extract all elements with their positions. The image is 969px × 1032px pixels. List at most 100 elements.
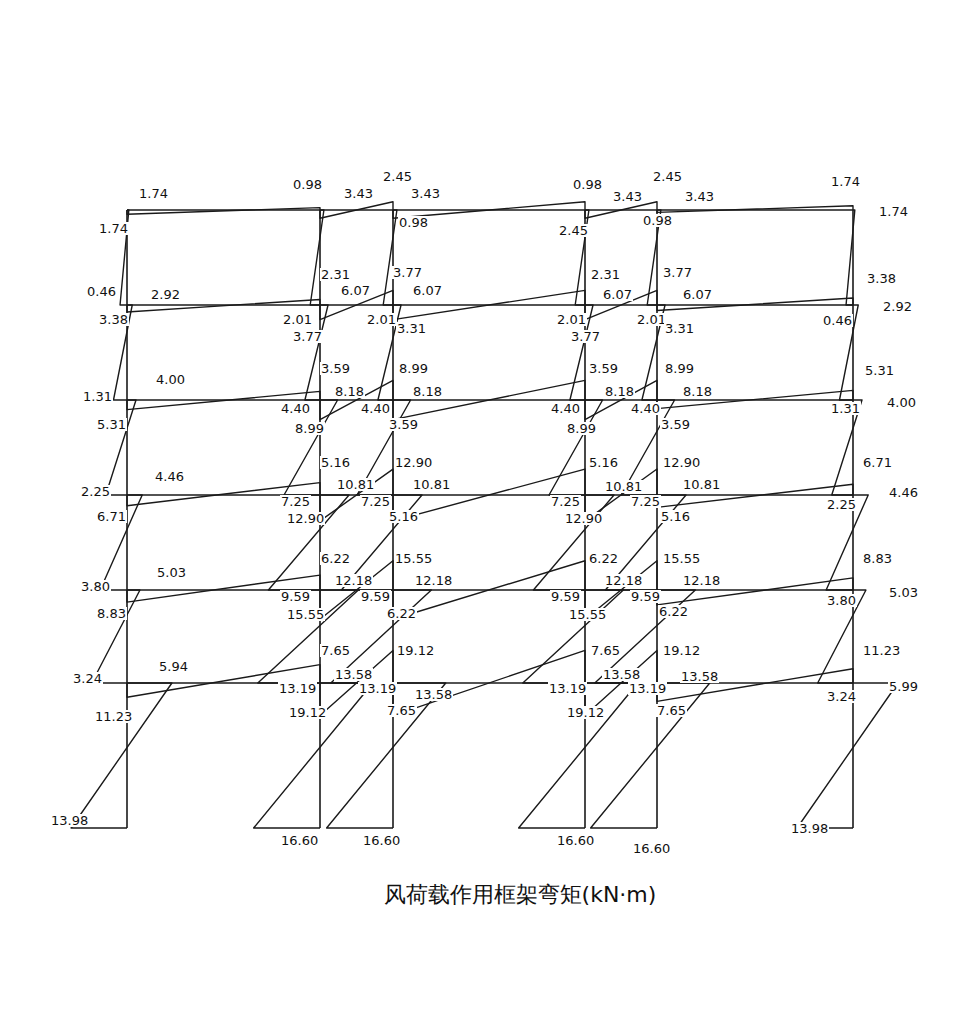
moment-value: 3.59 [588,362,619,375]
moment-value: 7.65 [590,644,621,657]
moment-value: 0.98 [572,178,603,191]
moment-value: 5.03 [888,586,919,599]
moment-value: 2.01 [366,313,397,326]
moment-value: 3.59 [320,362,351,375]
moment-value: 2.31 [590,268,621,281]
moment-value: 6.71 [862,456,893,469]
frame-line [92,590,140,683]
moment-value: 13.19 [628,682,667,695]
moment-value: 8.83 [862,552,893,565]
moment-value: 5.16 [660,510,691,523]
frame-line [320,561,393,619]
moment-value: 3.43 [684,190,715,203]
frame-line [383,210,397,305]
moment-value: 6.07 [682,288,713,301]
caption: 风荷载作用框架弯矩(kN·m) [384,882,657,908]
moment-value: 10.81 [682,478,721,491]
frame-line [826,495,868,590]
moment-value: 12.90 [394,456,433,469]
moment-value: 3.77 [570,330,601,343]
moment-value: 6.07 [602,288,633,301]
frame-line [393,380,585,419]
moment-value: 0.98 [292,178,323,191]
moment-value: 10.81 [336,478,375,491]
moment-value: 7.65 [656,704,687,717]
moment-value: 1.74 [98,222,129,235]
frame-line [327,683,446,828]
moment-value: 3.43 [612,190,643,203]
moment-value: 6.22 [658,605,689,618]
moment-value: 11.23 [94,710,133,723]
moment-value: 6.71 [96,510,127,523]
moment-value: 4.46 [888,486,919,499]
moment-value: 13.98 [50,814,89,827]
moment-value: 2.01 [636,313,667,326]
moment-value: 0.46 [86,285,117,298]
moment-value: 0.98 [398,216,429,229]
moment-value: 8.99 [294,422,325,435]
moment-value: 1.74 [878,205,909,218]
moment-value: 3.80 [826,594,857,607]
moment-value: 10.81 [604,480,643,493]
moment-value: 3.43 [343,187,374,200]
frame-line [127,665,320,698]
moment-value: 8.18 [412,385,443,398]
frame-line [127,575,320,602]
moment-value: 13.58 [334,668,373,681]
frame-line [846,210,855,305]
frame-line [393,469,585,521]
moment-value: 1.31 [82,390,113,403]
frame-line [393,561,585,619]
moment-value: 19.12 [662,644,701,657]
moment-value: 3.80 [80,580,111,593]
moment-value: 16.60 [556,834,595,847]
moment-value: 15.55 [394,552,433,565]
moment-value: 4.40 [630,402,661,415]
frame-line [818,590,866,683]
frame-line [331,590,432,683]
frame-line [519,683,638,828]
moment-value: 12.18 [604,574,643,587]
moment-value: 3.24 [72,672,103,685]
moment-value: 19.12 [566,706,605,719]
moment-value: 6.07 [412,284,443,297]
moment-value: 3.77 [392,266,423,279]
moment-value: 0.46 [822,314,853,327]
moment-value: 15.55 [568,608,607,621]
moment-value: 1.74 [830,175,861,188]
moment-value: 12.18 [414,574,453,587]
frame-line [320,202,393,218]
moment-value: 2.45 [382,170,413,183]
moment-value: 7.65 [320,644,351,657]
moment-value: 19.12 [396,644,435,657]
moment-value: 3.38 [866,272,897,285]
moment-value: 5.94 [158,660,189,673]
moment-value: 13.19 [548,682,587,695]
moment-value: 13.58 [414,688,453,701]
moment-value: 12.18 [334,574,373,587]
moment-value: 16.60 [280,834,319,847]
moment-value: 13.58 [602,668,641,681]
moment-value: 3.59 [388,418,419,431]
moment-value: 3.31 [664,322,695,335]
moment-value: 4.40 [280,402,311,415]
moment-value: 15.55 [286,608,325,621]
moment-value: 6.22 [386,607,417,620]
moment-value: 6.07 [340,284,371,297]
moment-value: 2.01 [556,313,587,326]
moment-value: 4.40 [360,402,391,415]
frame-line [591,683,710,828]
moment-value: 13.19 [278,682,317,695]
moment-value: 2.31 [320,268,351,281]
moment-value: 7.25 [630,495,661,508]
moment-value: 5.16 [320,456,351,469]
moment-value: 9.59 [630,590,661,603]
moment-value: 4.40 [550,402,581,415]
moment-value: 5.31 [96,418,127,431]
moment-value: 1.74 [138,187,169,200]
moment-value: 12.18 [682,574,721,587]
moment-value: 5.99 [888,680,919,693]
frame-line [657,206,853,213]
frame-line [320,469,393,521]
frame-line [127,208,320,215]
